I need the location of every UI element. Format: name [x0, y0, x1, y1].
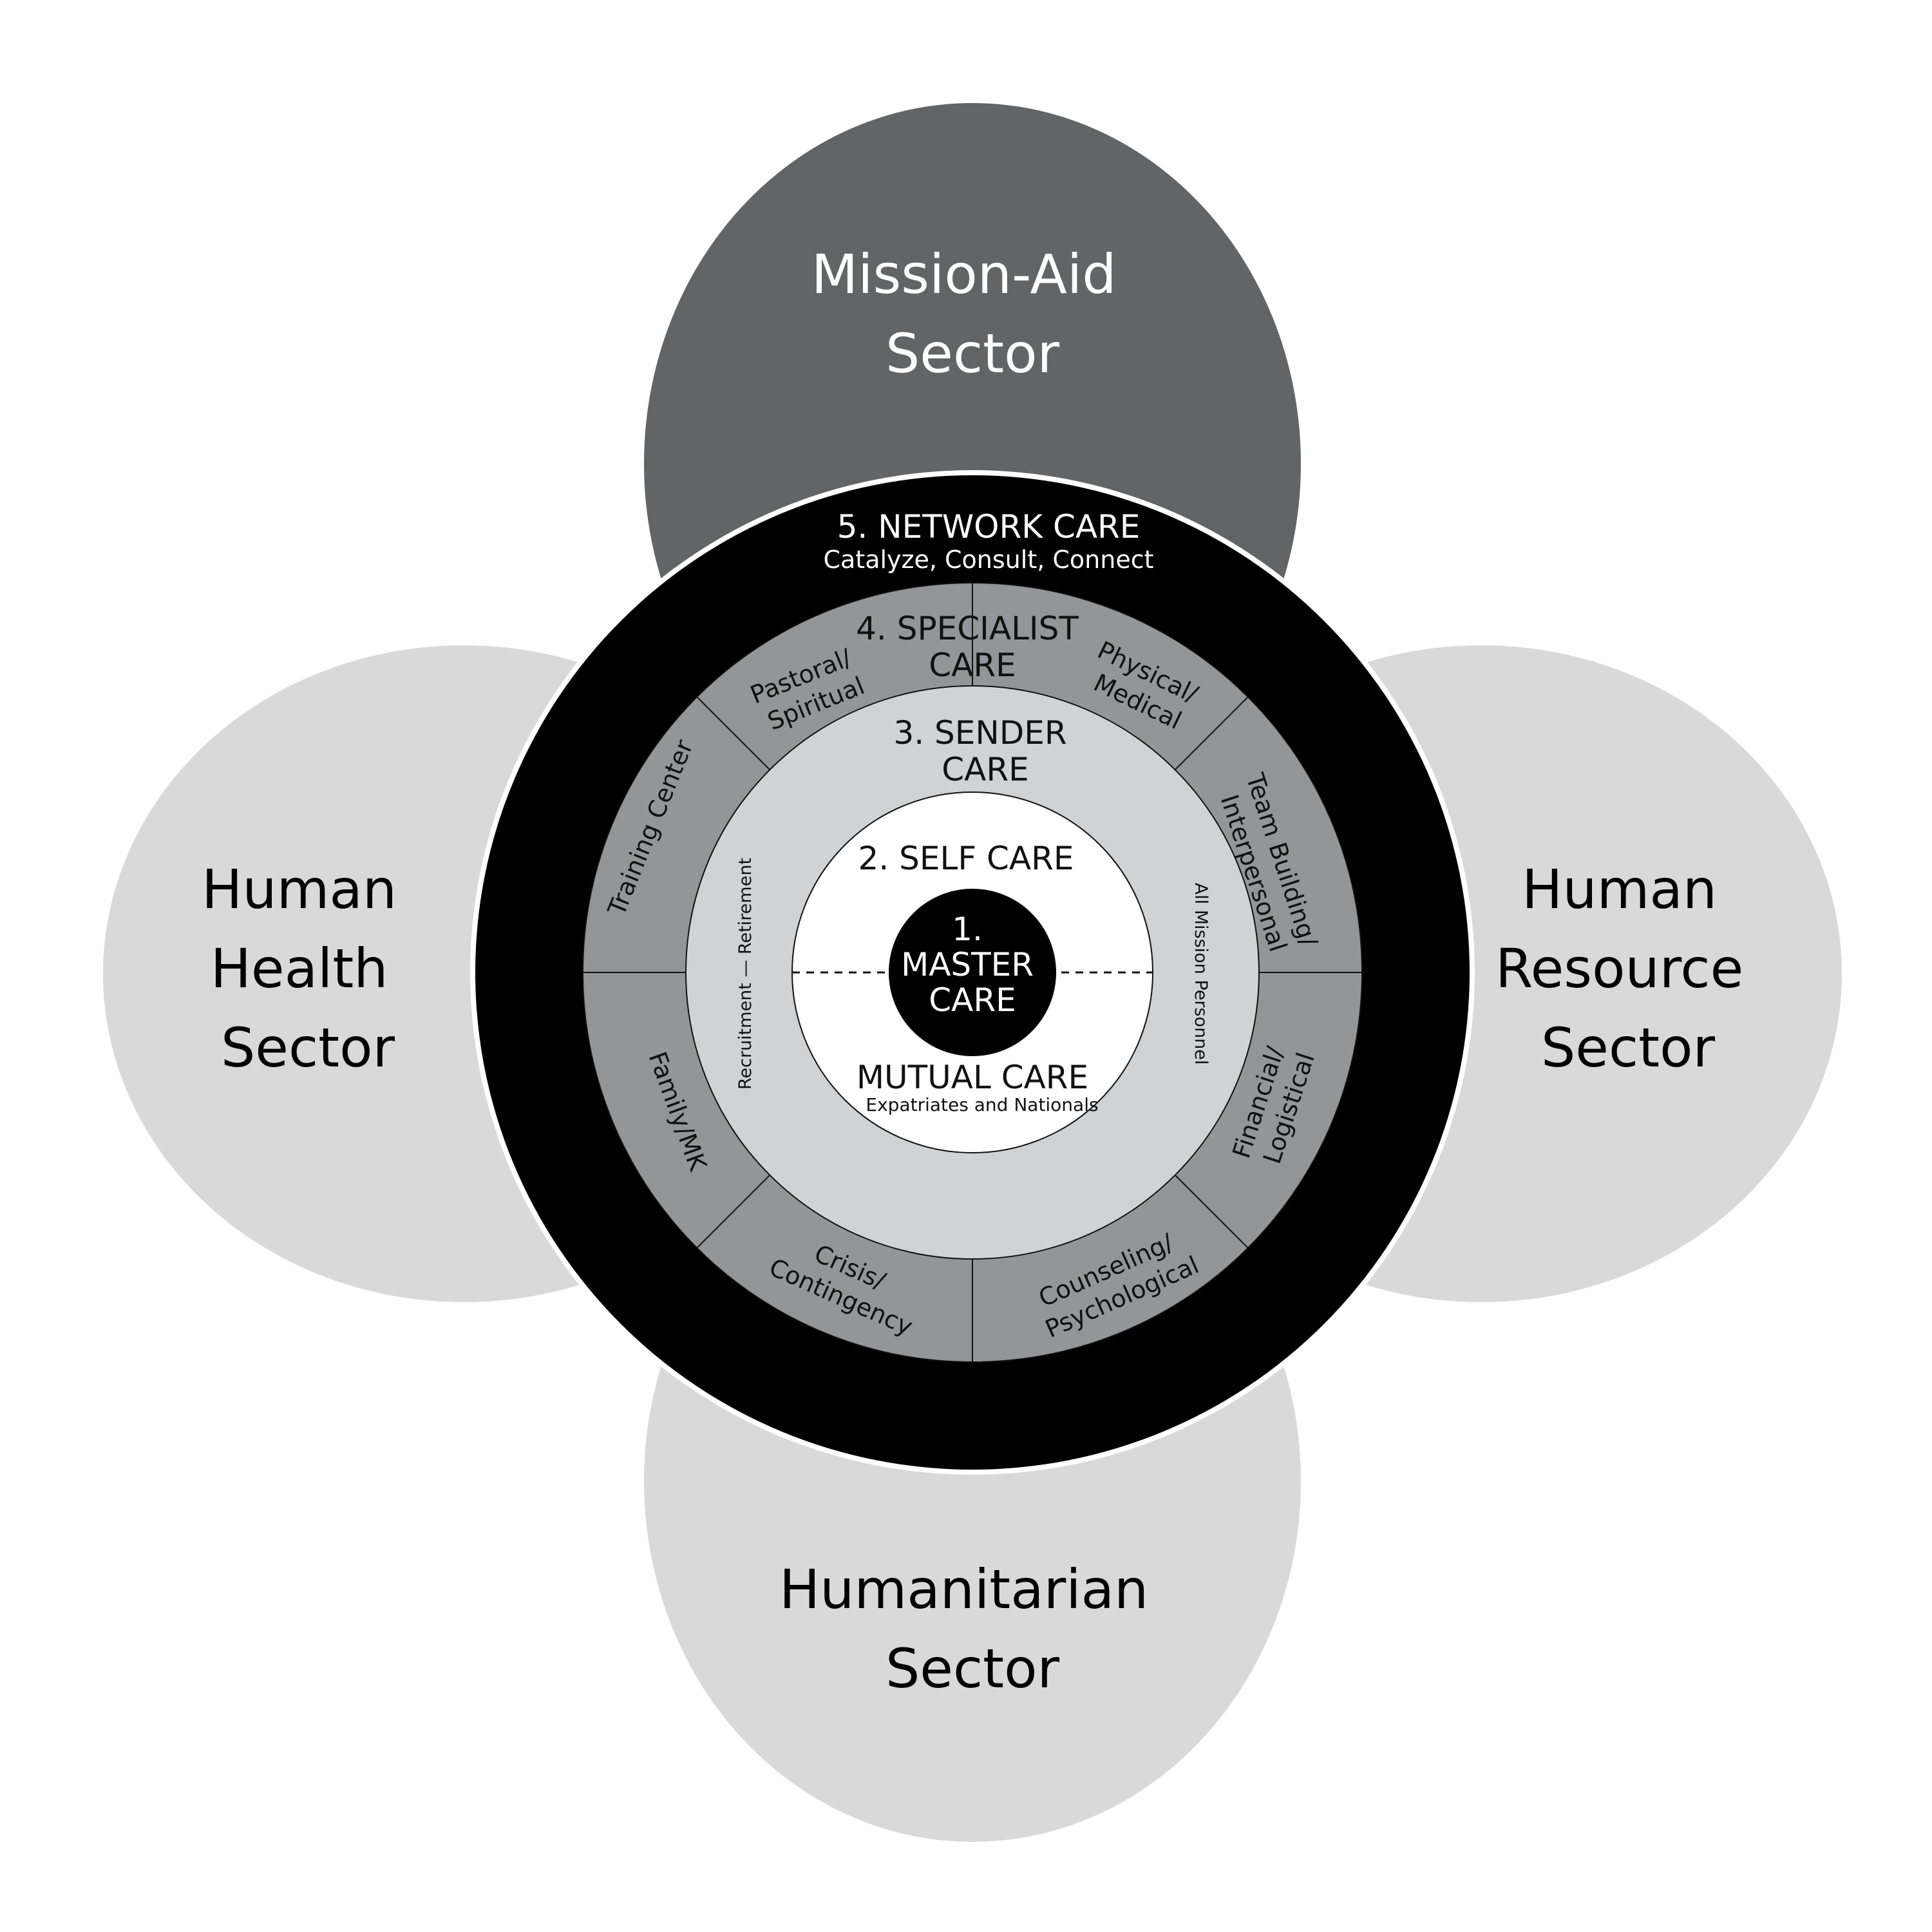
specialist-divider-line [1174, 1174, 1249, 1249]
care-rings [470, 470, 1475, 1475]
specialist-dividers [583, 583, 1362, 1362]
mutual-care-title: MUTUAL CARE [857, 1059, 1088, 1096]
mutual-care-subtitle: Expatriates and Nationals [866, 1094, 1098, 1115]
master-care-core [889, 889, 1056, 1056]
specialist-divider-line [1174, 696, 1249, 771]
specialist-divider-line [696, 696, 771, 771]
sender-side-label-left: Recruitment — Retirement [735, 858, 755, 1090]
sector-label-human-resource: Human Resource Sector [1495, 858, 1761, 1079]
network-care-subtitle: Catalyze, Consult, Connect [823, 545, 1153, 574]
sender-care-title: 3. SENDER CARE [893, 714, 1077, 788]
sector-label-human-health: Human Health Sector [202, 858, 414, 1079]
specialist-care-title: 4. SPECIALIST CARE [856, 610, 1089, 684]
sender-side-label-right: All Mission Personnel [1191, 883, 1211, 1065]
specialist-divider-line [696, 1174, 771, 1249]
sector-label-mission-aid: Mission-Aid Sector [811, 243, 1134, 385]
network-care-title: 5. NETWORK CARE [837, 508, 1141, 545]
ring-labels: 5. NETWORK CARE Catalyze, Consult, Conne… [735, 508, 1211, 1115]
self-care-title: 2. SELF CARE [858, 840, 1074, 877]
sector-label-humanitarian: Humanitarian Sector [779, 1558, 1166, 1700]
master-care-title: 1. MASTER CARE [901, 911, 1044, 1019]
sector-labels: Mission-Aid Sector Human Health Sector H… [202, 243, 1761, 1700]
